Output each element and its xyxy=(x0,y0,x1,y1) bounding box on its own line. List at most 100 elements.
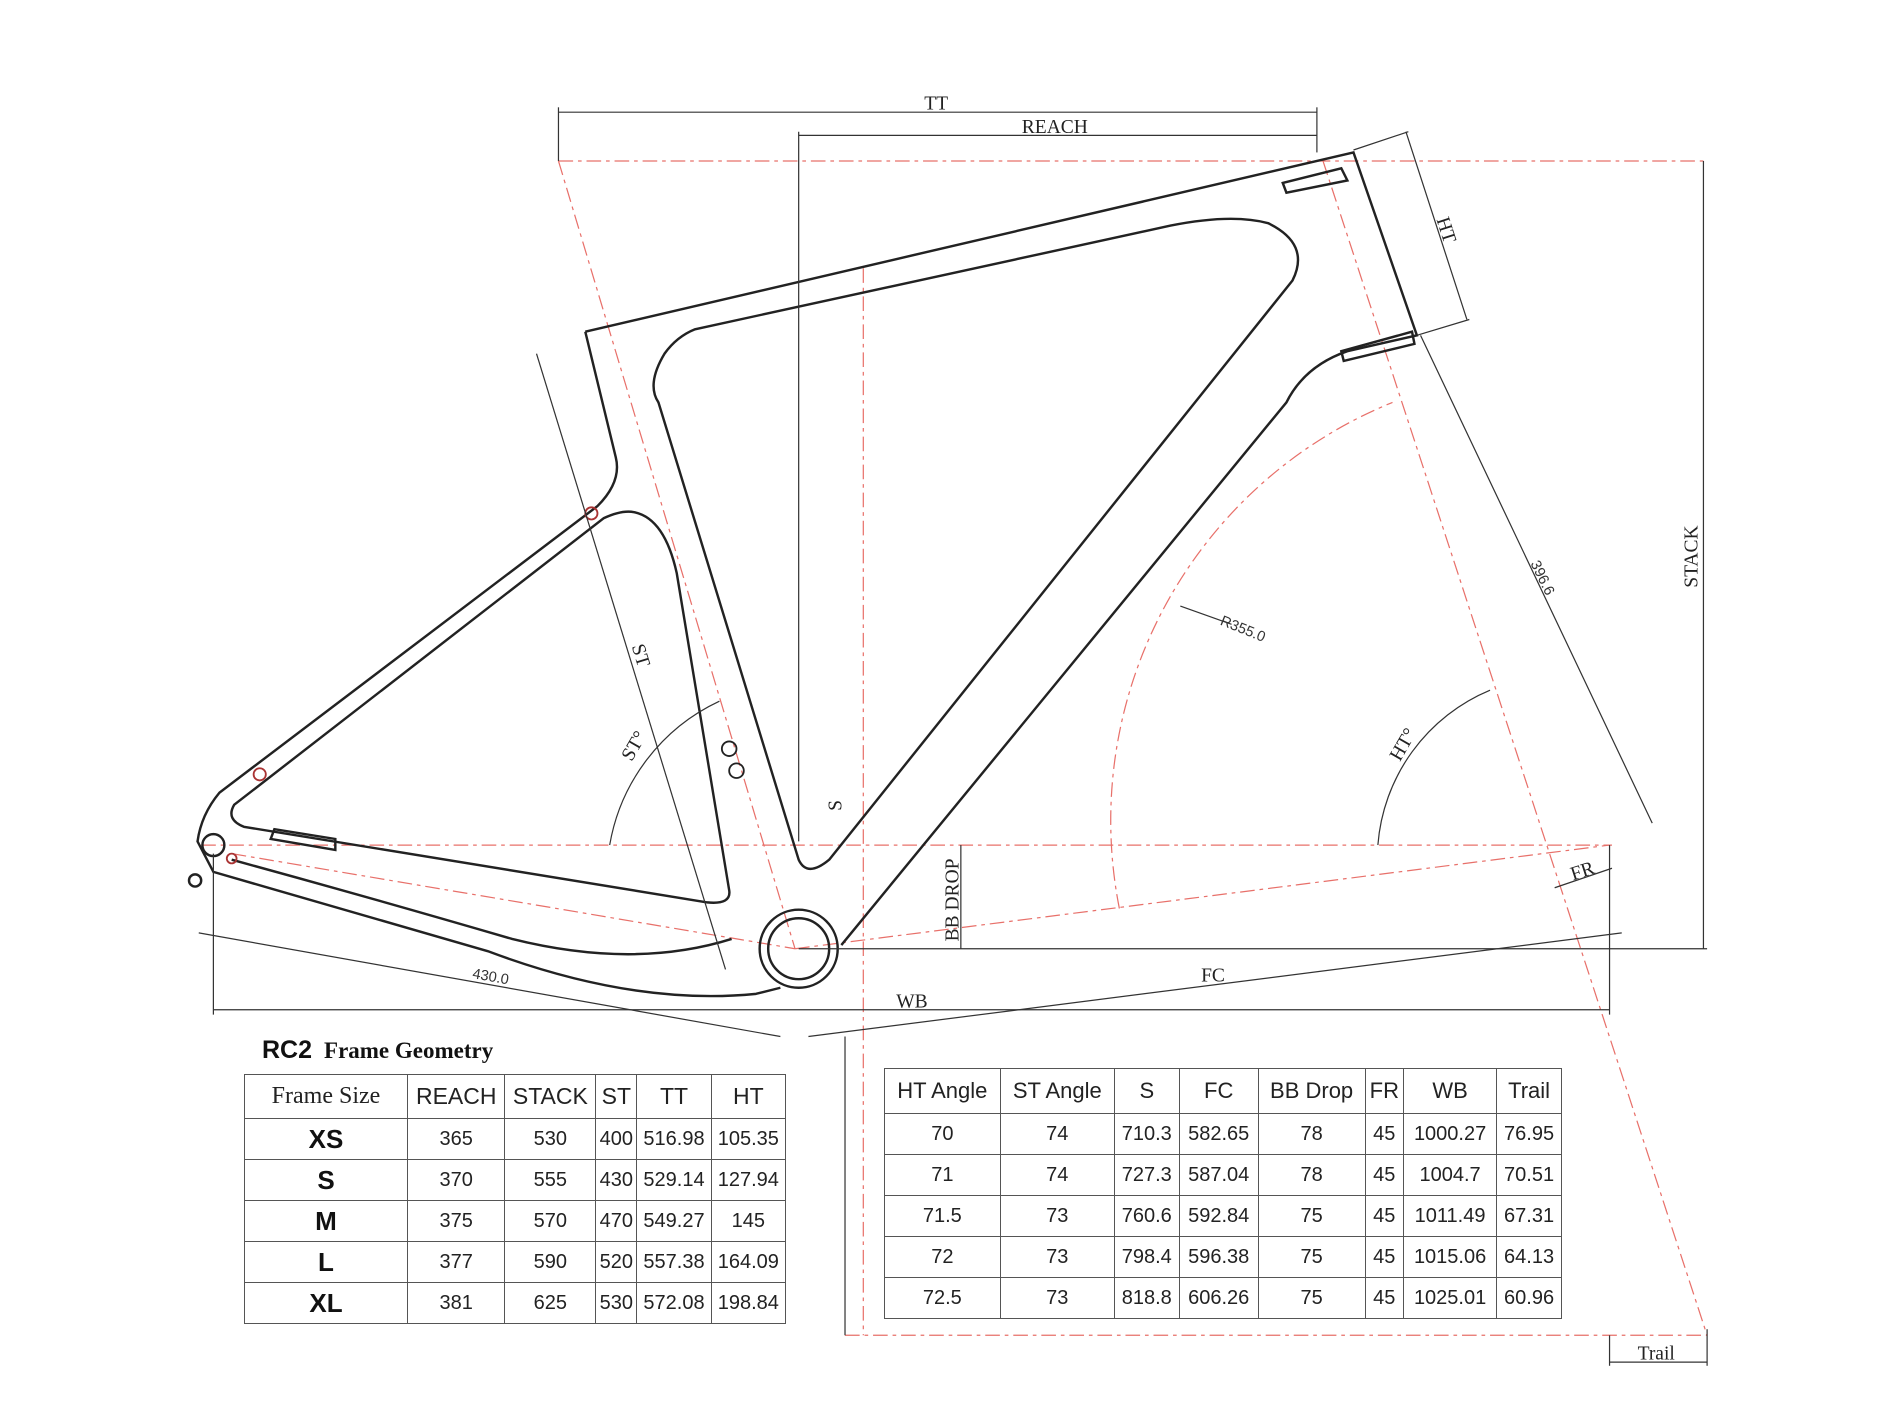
table-cell: 375 xyxy=(406,1200,506,1242)
header-cell: WB xyxy=(1403,1068,1498,1114)
frame-size-cell: L xyxy=(244,1241,408,1283)
label-ht: HT xyxy=(1432,215,1460,246)
table-cell: 530 xyxy=(595,1282,638,1324)
table-cell: 75 xyxy=(1257,1277,1366,1319)
table-cell: 73 xyxy=(999,1277,1115,1319)
table-header-row: HT Angle ST Angle S FC BB Drop FR WB Tra… xyxy=(884,1068,1562,1114)
label-tt: TT xyxy=(924,94,948,115)
table-cell: 45 xyxy=(1364,1236,1405,1278)
table-cell: 75 xyxy=(1257,1195,1366,1237)
construction-lines xyxy=(201,160,1708,1336)
header-cell: BB Drop xyxy=(1257,1068,1366,1114)
table-cell: 198.84 xyxy=(710,1282,787,1324)
table-cell: 164.09 xyxy=(710,1241,787,1283)
table-cell: 625 xyxy=(504,1282,597,1324)
header-cell: STACK xyxy=(504,1074,597,1119)
label-st: ST xyxy=(627,642,654,670)
label-bb-drop: BB DROP xyxy=(942,858,963,941)
table-cell: 45 xyxy=(1364,1154,1405,1196)
table-cell: 430 xyxy=(595,1159,638,1201)
header-cell: ST Angle xyxy=(999,1068,1115,1114)
label-stack: STACK xyxy=(1681,525,1702,587)
table-cell: 727.3 xyxy=(1113,1154,1180,1196)
table-cell: 78 xyxy=(1257,1113,1366,1155)
header-cell: Frame Size xyxy=(244,1074,408,1119)
table-header-row: Frame Size REACH STACK ST TT HT xyxy=(244,1074,787,1119)
table-cell: 72.5 xyxy=(884,1277,1001,1319)
table-cell: 78 xyxy=(1257,1154,1366,1196)
table-cell: 530 xyxy=(504,1118,597,1160)
frame-size-cell: S xyxy=(244,1159,408,1201)
table-cell: 370 xyxy=(406,1159,506,1201)
table-cell: 587.04 xyxy=(1178,1154,1259,1196)
table-cell: 75 xyxy=(1257,1236,1366,1278)
table-cell: 64.13 xyxy=(1496,1236,1562,1278)
label-radius: R355.0 xyxy=(1218,613,1268,646)
table-cell: 377 xyxy=(406,1241,506,1283)
table-cell: 127.94 xyxy=(710,1159,787,1201)
table-cell: 582.65 xyxy=(1178,1113,1259,1155)
table-cell: 710.3 xyxy=(1113,1113,1180,1155)
label-fc: FC xyxy=(1201,966,1225,987)
label-wb: WB xyxy=(896,991,927,1012)
table-cell: 1015.06 xyxy=(1403,1236,1498,1278)
table-cell: 45 xyxy=(1364,1195,1405,1237)
frame-size-cell: M xyxy=(244,1200,408,1242)
table-cell: 1011.49 xyxy=(1403,1195,1498,1237)
table-cell: 596.38 xyxy=(1178,1236,1259,1278)
title-subtitle: Frame Geometry xyxy=(324,1038,494,1063)
table-cell: 365 xyxy=(406,1118,506,1160)
table-cell: 45 xyxy=(1364,1277,1405,1319)
table-cell: 76.95 xyxy=(1496,1113,1562,1155)
table-cell: 549.27 xyxy=(636,1200,712,1242)
table-cell: 71 xyxy=(884,1154,1001,1196)
table-cell: 71.5 xyxy=(884,1195,1001,1237)
bike-frame xyxy=(187,150,1419,998)
page-title: RC2 Frame Geometry xyxy=(262,1036,493,1065)
header-cell: S xyxy=(1113,1068,1180,1114)
header-cell: ST xyxy=(595,1074,638,1119)
table-cell: 520 xyxy=(595,1241,638,1283)
label-reach: REACH xyxy=(1022,117,1088,138)
label-fr: FR xyxy=(1568,858,1597,885)
table-cell: 557.38 xyxy=(636,1241,712,1283)
header-cell: TT xyxy=(636,1074,712,1119)
table-cell: 105.35 xyxy=(710,1118,787,1160)
label-chainstay: 430.0 xyxy=(471,966,510,988)
table-cell: 70 xyxy=(884,1113,1001,1155)
table-cell: 470 xyxy=(595,1200,638,1242)
header-cell: FR xyxy=(1364,1068,1405,1114)
table-cell: 72 xyxy=(884,1236,1001,1278)
table-cell: 74 xyxy=(999,1113,1115,1155)
table-cell: 592.84 xyxy=(1178,1195,1259,1237)
label-fork-length: 396.6 xyxy=(1527,558,1557,598)
table-cell: 145 xyxy=(710,1200,787,1242)
label-st-angle: ST° xyxy=(618,728,651,765)
model-name: RC2 xyxy=(262,1036,313,1064)
frame-size-cell: XL xyxy=(244,1282,408,1324)
table-cell: 67.31 xyxy=(1496,1195,1562,1237)
table-cell: 590 xyxy=(504,1241,597,1283)
table-cell: 1025.01 xyxy=(1403,1277,1498,1319)
table-cell: 818.8 xyxy=(1113,1277,1180,1319)
table-cell: 516.98 xyxy=(636,1118,712,1160)
table-cell: 381 xyxy=(406,1282,506,1324)
table-cell: 570 xyxy=(504,1200,597,1242)
header-cell: HT xyxy=(710,1074,787,1119)
label-ht-angle: HT° xyxy=(1386,725,1421,765)
table-cell: 73 xyxy=(999,1195,1115,1237)
table-cell: 70.51 xyxy=(1496,1154,1562,1196)
header-cell: HT Angle xyxy=(884,1068,1001,1114)
table-cell: 73 xyxy=(999,1236,1115,1278)
header-cell: Trail xyxy=(1496,1068,1562,1114)
table-cell: 400 xyxy=(595,1118,638,1160)
table-cell: 74 xyxy=(999,1154,1115,1196)
